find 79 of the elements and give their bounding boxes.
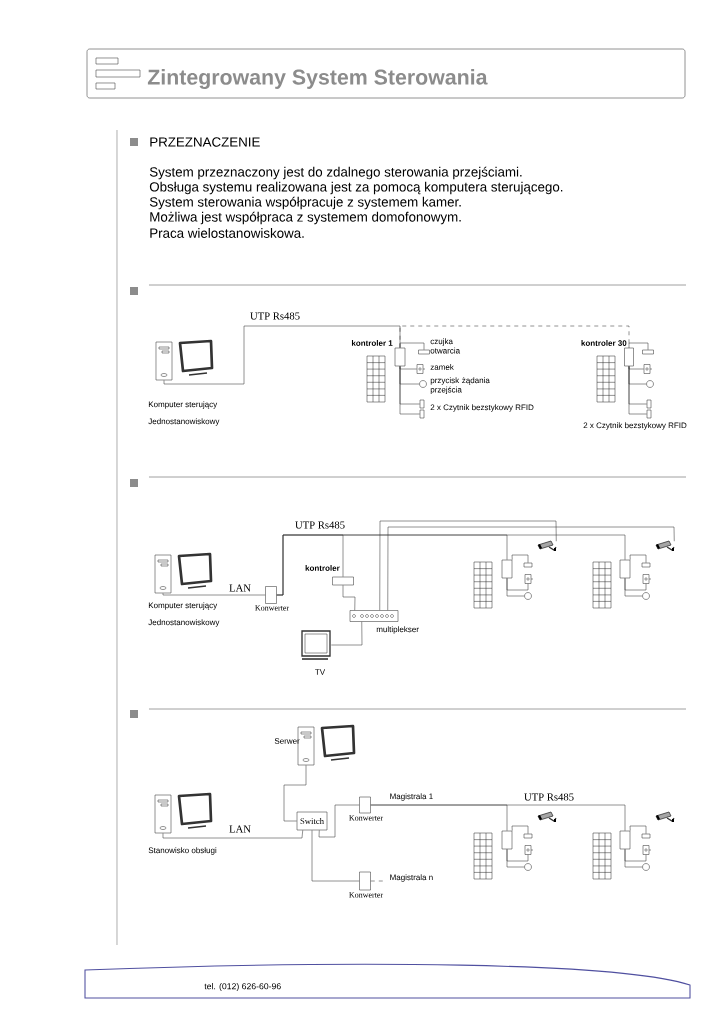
connector (318, 804, 360, 838)
connector (629, 825, 647, 834)
connector (379, 520, 557, 611)
connector (399, 366, 420, 415)
connector (624, 849, 643, 868)
phone-number: tel. (012) 626-60-96 (204, 983, 281, 992)
device-label: Komputer sterujący (148, 401, 218, 409)
edge-label: LAN (227, 583, 253, 593)
description-text: Praca wielostanowiskowa. (150, 228, 304, 238)
device-label: Jednostanowiskowy (148, 418, 220, 426)
connector (162, 593, 266, 596)
device-label: Konwerter (349, 892, 384, 898)
controller-box (501, 559, 513, 579)
device-label: TV (315, 669, 326, 675)
edge-label: UTP Rs485 (248, 311, 302, 321)
edge-label: UTP Rs485 (522, 792, 576, 802)
description-text: Obsługa systemu realizowana jest za pomocą komputera sterującego. (149, 181, 563, 195)
controller-box (501, 830, 513, 850)
lock-box (643, 364, 653, 374)
section-heading: PRZEZNACZENIE (150, 137, 260, 147)
sensor-box (642, 349, 654, 355)
connector (506, 578, 525, 597)
camera-drawing (655, 540, 675, 551)
connector (370, 804, 626, 831)
connector (283, 765, 307, 822)
connector (628, 342, 649, 350)
edge-label: Magistrala n (388, 872, 435, 884)
connector (276, 534, 626, 596)
connector (163, 325, 401, 385)
device-label: przycisk żądania przejścia (430, 377, 490, 395)
switch-box: Switch (296, 811, 328, 831)
connector (506, 849, 525, 868)
edge-label: LAN (227, 824, 253, 834)
description-text: Możliwa jest współpraca z systemem domofonowym. (150, 211, 461, 225)
device-label: Konwerter (255, 605, 290, 611)
reader-box (419, 399, 425, 409)
connector (162, 830, 303, 839)
connector (342, 585, 356, 611)
device-label: Konwerter (349, 815, 384, 821)
connector (311, 830, 360, 882)
edge-label: UTP Rs485 (293, 520, 347, 530)
connector (399, 342, 425, 350)
device-label: 2 x Czytnik bezstykowy RFID (583, 422, 687, 430)
sensor-box (641, 833, 651, 839)
device-label: kontroler 1 (351, 340, 393, 346)
controller-box (619, 830, 631, 850)
device-label: Serwer (274, 738, 300, 744)
device-label: kontroler (305, 565, 340, 571)
lock-box (642, 574, 652, 584)
connector (331, 621, 363, 646)
device-label: 2 x Czytnik bezstykowy RFID (430, 404, 534, 412)
connector (628, 366, 644, 370)
description-text: System sterowania współpracuje z systemem kamer. (149, 196, 461, 210)
device-label: multiplekser (376, 626, 419, 634)
sensor-box (523, 562, 533, 568)
connector (628, 366, 647, 415)
lock-box (642, 845, 652, 855)
connector (629, 554, 647, 563)
connector (387, 526, 675, 611)
connector (399, 366, 417, 370)
edge-label: Magistrala 1 (388, 791, 435, 803)
lock-box (524, 574, 534, 584)
device-label: kontroler 30 (581, 340, 627, 346)
camera-drawing (537, 540, 557, 551)
device-label: czujka otwarcia (430, 338, 461, 354)
controller-box (619, 559, 631, 579)
sensor-box (641, 562, 651, 568)
device-label: Jednostanowiskowy (148, 619, 220, 627)
sensor-box (523, 833, 533, 839)
device-label: zamek (430, 364, 454, 370)
connector (624, 578, 643, 597)
connector (511, 825, 529, 834)
device-label: Stanowisko obsługi (148, 847, 217, 855)
device-label: Komputer sterujący (148, 602, 218, 610)
title: Zintegrowany System Sterowania (147, 69, 488, 89)
reader-box (646, 399, 652, 409)
lock-box (524, 845, 534, 855)
description-text: System przeznaczony jest do zdalnego sterowania przejściami. (149, 166, 522, 180)
connector (511, 554, 529, 563)
